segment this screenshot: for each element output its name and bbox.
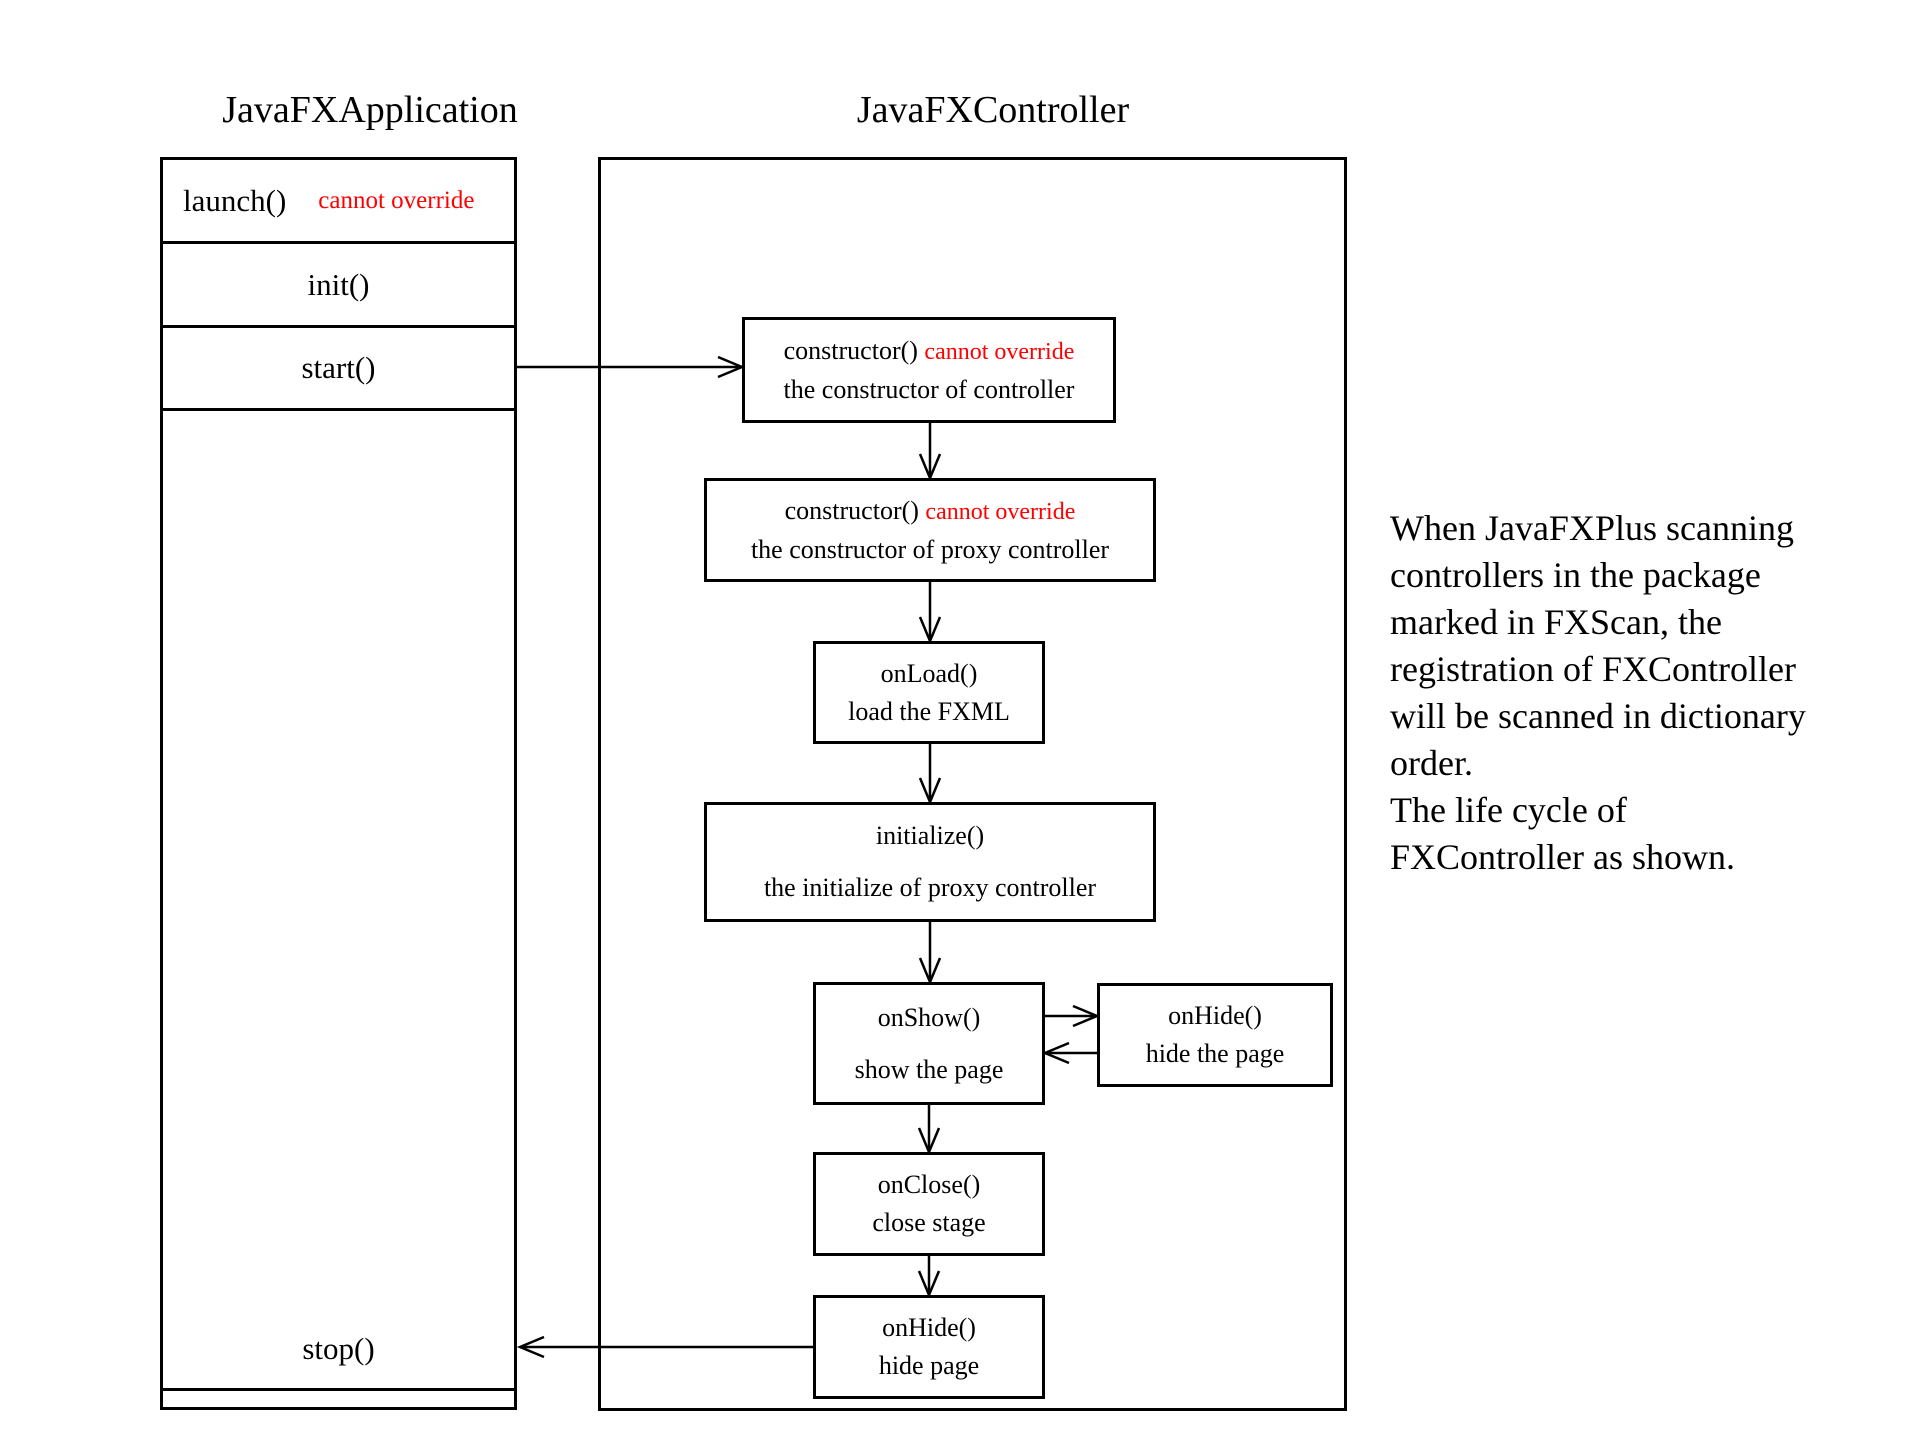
flow-node-onhide-side: onHide() hide the page (1097, 983, 1333, 1087)
node-subtitle: show the page (854, 1054, 1004, 1084)
node-title: constructor() (784, 495, 919, 525)
node-title: onHide() (882, 1313, 976, 1342)
node-title: initialize() (875, 821, 985, 850)
node-subtitle: the initialize of proxy controller (763, 873, 1097, 902)
node-title: onClose() (877, 1170, 981, 1199)
application-row-init: init() (163, 244, 514, 328)
flow-node-onshow: onShow() show the page (813, 982, 1045, 1105)
node-cannot-override-note: cannot override (925, 498, 1076, 525)
node-title: onHide() (1168, 1001, 1262, 1030)
side-note-paragraph: When JavaFXPlus scanning controllers in … (1390, 505, 1806, 881)
node-subtitle: the constructor of proxy controller (750, 534, 1110, 564)
launch-cannot-override-note: cannot override (318, 186, 475, 214)
side-note-line: marked in FXScan, the (1390, 602, 1722, 642)
node-cannot-override-note: cannot override (924, 338, 1075, 365)
node-subtitle: hide page (878, 1351, 980, 1380)
node-title-line: constructor() cannot override (784, 332, 1075, 371)
node-subtitle: load the FXML (848, 696, 1010, 726)
flow-node-onload: onLoad() load the FXML (813, 641, 1045, 744)
side-note-line: registration of FXController (1390, 649, 1796, 689)
flow-node-constructor-proxy: constructor() cannot override the constr… (704, 478, 1156, 582)
side-note-line: will be scanned in dictionary (1390, 696, 1806, 736)
controller-class-box (598, 157, 1347, 1411)
side-note-line: controllers in the package (1390, 555, 1761, 595)
application-class-box: launch() cannot override init() start() … (160, 157, 517, 1410)
node-title-line: constructor() cannot override (785, 492, 1076, 531)
flow-node-initialize: initialize() the initialize of proxy con… (704, 802, 1156, 922)
flow-node-constructor-controller: constructor() cannot override the constr… (742, 317, 1116, 423)
side-note-line: FXController as shown. (1390, 837, 1735, 877)
node-subtitle: close stage (872, 1208, 986, 1237)
init-label: init() (307, 266, 370, 302)
side-note-line: order. (1390, 743, 1473, 783)
node-subtitle: the constructor of controller (783, 374, 1075, 404)
flow-node-onhide-bottom: onHide() hide page (813, 1295, 1045, 1399)
side-note-line: When JavaFXPlus scanning (1390, 508, 1794, 548)
node-title: onShow() (877, 1002, 981, 1032)
flow-node-onclose: onClose() close stage (813, 1152, 1045, 1256)
application-row-stop: stop() (163, 1309, 514, 1391)
stop-label: stop() (302, 1330, 375, 1366)
node-title: onLoad() (880, 658, 978, 688)
application-row-start: start() (163, 328, 514, 411)
start-label: start() (301, 350, 376, 385)
node-title: constructor() (783, 335, 918, 365)
node-subtitle: hide the page (1145, 1039, 1285, 1068)
application-class-title: JavaFXApplication (222, 89, 518, 131)
application-row-launch: launch() cannot override (163, 160, 514, 244)
side-note-line: The life cycle of (1390, 790, 1627, 830)
controller-class-title: JavaFXController (856, 89, 1130, 131)
launch-label: launch() (183, 182, 287, 218)
